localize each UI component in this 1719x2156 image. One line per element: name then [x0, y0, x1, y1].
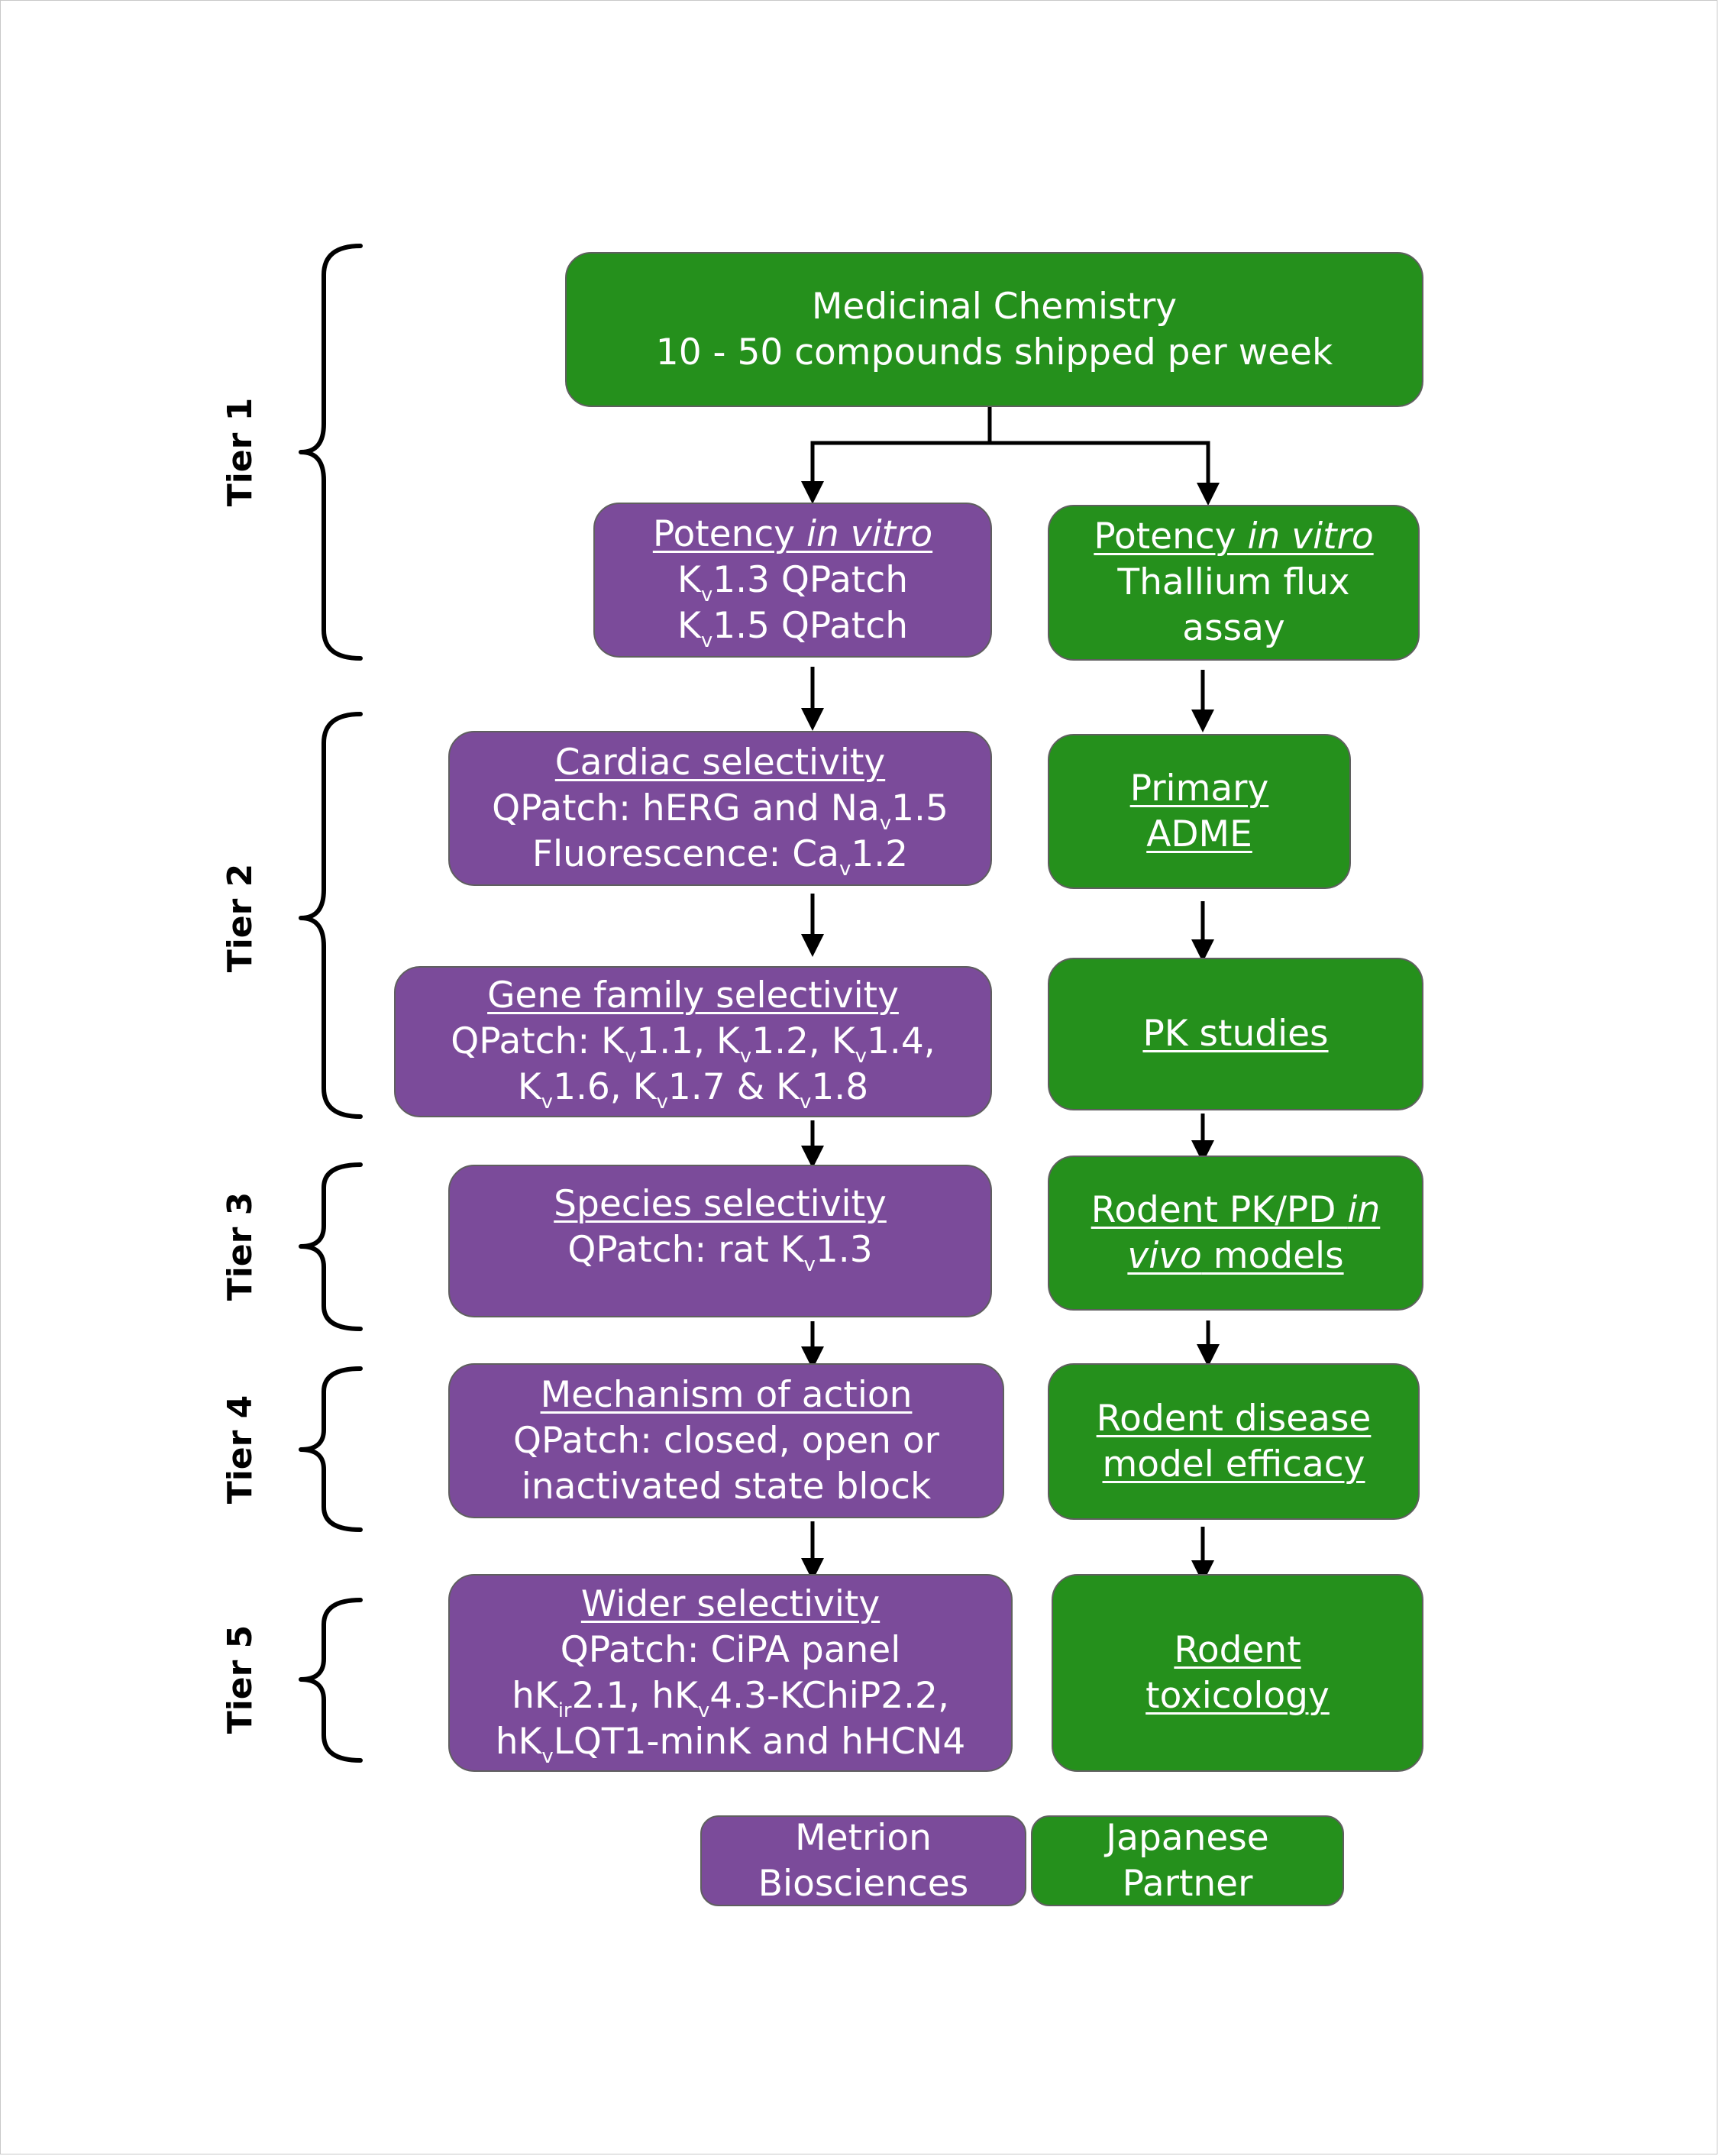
tier-3-bracket — [299, 1162, 363, 1331]
rodent-disease-line-1: Rodent disease — [1096, 1397, 1372, 1440]
legend-partner-line-1: Japanese — [1106, 1816, 1269, 1859]
wider-row-3: hKvLQT1-minK and hHCN4 — [495, 1720, 966, 1768]
medicinal-chemistry-title: Medicinal Chemistry — [811, 285, 1178, 328]
kv13-qpatch-text: Kv1.3 QPatch — [677, 558, 908, 606]
rodent-pkpd-line-1: Rodent PK/PD in — [1091, 1188, 1381, 1231]
partner-potency-box: Potency in vitro Thallium flux assay — [1048, 505, 1420, 661]
pk-studies-box: PK studies — [1048, 958, 1423, 1110]
wider-selectivity-title: Wider selectivity — [580, 1582, 881, 1625]
legend-japanese-partner: Japanese Partner — [1031, 1815, 1344, 1906]
wider-selectivity-box: Wider selectivity QPatch: CiPA panel hKi… — [448, 1574, 1013, 1772]
rodent-toxicology-line-1: Rodent — [1174, 1628, 1301, 1671]
split-arrow-left — [801, 407, 992, 504]
thallium-flux-text: Thallium flux — [1117, 561, 1350, 603]
medicinal-chemistry-box: Medicinal Chemistry 10 - 50 compounds sh… — [565, 252, 1423, 407]
state-block-line-2: inactivated state block — [521, 1465, 932, 1508]
wider-row-2: hKir2.1, hKv4.3-KChiP2.2, — [512, 1674, 949, 1722]
tier-1-label: Tier 1 — [221, 397, 260, 507]
tier-3-label: Tier 3 — [221, 1191, 260, 1301]
assay-text: assay — [1182, 607, 1285, 649]
tier-5-label: Tier 5 — [221, 1624, 260, 1734]
metrion-potency-title: Potency in vitro — [652, 512, 933, 555]
kv15-qpatch-text: Kv1.5 QPatch — [677, 604, 908, 652]
gene-family-selectivity-title: Gene family selectivity — [487, 975, 899, 1017]
pk-studies-text: PK studies — [1142, 1013, 1329, 1055]
mechanism-of-action-title: Mechanism of action — [540, 1373, 913, 1416]
tier-4-bracket — [299, 1366, 363, 1532]
fluorescence-cav-text: Fluorescence: Cav1.2 — [532, 832, 909, 881]
legend-metrion-biosciences: Metrion Biosciences — [700, 1815, 1026, 1906]
species-selectivity-box: Species selectivity QPatch: rat Kv1.3 — [448, 1165, 992, 1317]
primary-adme-box: Primary ADME — [1048, 734, 1351, 889]
gene-family-row-2: Kv1.6, Kv1.7 & Kv1.8 — [517, 1066, 869, 1114]
rodent-disease-line-2: model efficacy — [1102, 1443, 1365, 1485]
tier-2-bracket — [299, 712, 363, 1119]
legend-partner-line-2: Partner — [1122, 1862, 1253, 1905]
primary-adme-line-1: Primary — [1129, 767, 1269, 810]
cardiac-selectivity-title: Cardiac selectivity — [554, 741, 886, 784]
cipa-panel-text: QPatch: CiPA panel — [560, 1628, 901, 1671]
rodent-pkpd-line-2: vivo models — [1127, 1234, 1344, 1277]
flow-arrows — [801, 407, 1220, 1583]
partner-potency-title: Potency in vitro — [1094, 516, 1374, 558]
legend-metrion-line-1: Metrion — [795, 1816, 932, 1859]
mechanism-of-action-box: Mechanism of action QPatch: closed, open… — [448, 1363, 1004, 1518]
rat-kv13-text: QPatch: rat Kv1.3 — [567, 1229, 873, 1276]
cardiac-selectivity-box: Cardiac selectivity QPatch: hERG and Nav… — [448, 731, 992, 886]
primary-adme-line-2: ADME — [1146, 813, 1252, 855]
rodent-pkpd-box: Rodent PK/PD in vivo models — [1048, 1156, 1423, 1311]
tier-5-bracket — [299, 1598, 363, 1763]
tier-brackets — [299, 244, 363, 1763]
state-block-line-1: QPatch: closed, open or — [513, 1419, 939, 1462]
tier-4-label: Tier 4 — [221, 1395, 260, 1505]
tier-1-bracket — [299, 244, 363, 661]
split-arrow-right — [990, 441, 1220, 506]
compounds-per-week-text: 10 - 50 compounds shipped per week — [655, 331, 1333, 373]
rodent-toxicology-line-2: toxicology — [1145, 1674, 1330, 1717]
rodent-toxicology-box: Rodent toxicology — [1052, 1574, 1423, 1772]
herg-nav-text: QPatch: hERG and Nav1.5 — [492, 787, 948, 835]
gene-family-selectivity-box: Gene family selectivity QPatch: Kv1.1, K… — [394, 966, 992, 1117]
tier-2-label: Tier 2 — [221, 863, 260, 973]
metrion-potency-box: Potency in vitro Kv1.3 QPatch Kv1.5 QPat… — [593, 503, 992, 658]
rodent-disease-box: Rodent disease model efficacy — [1048, 1363, 1420, 1520]
species-selectivity-title: Species selectivity — [554, 1183, 887, 1225]
legend-metrion-line-2: Biosciences — [758, 1862, 969, 1905]
gene-family-row-1: QPatch: Kv1.1, Kv1.2, Kv1.4, — [451, 1020, 935, 1068]
